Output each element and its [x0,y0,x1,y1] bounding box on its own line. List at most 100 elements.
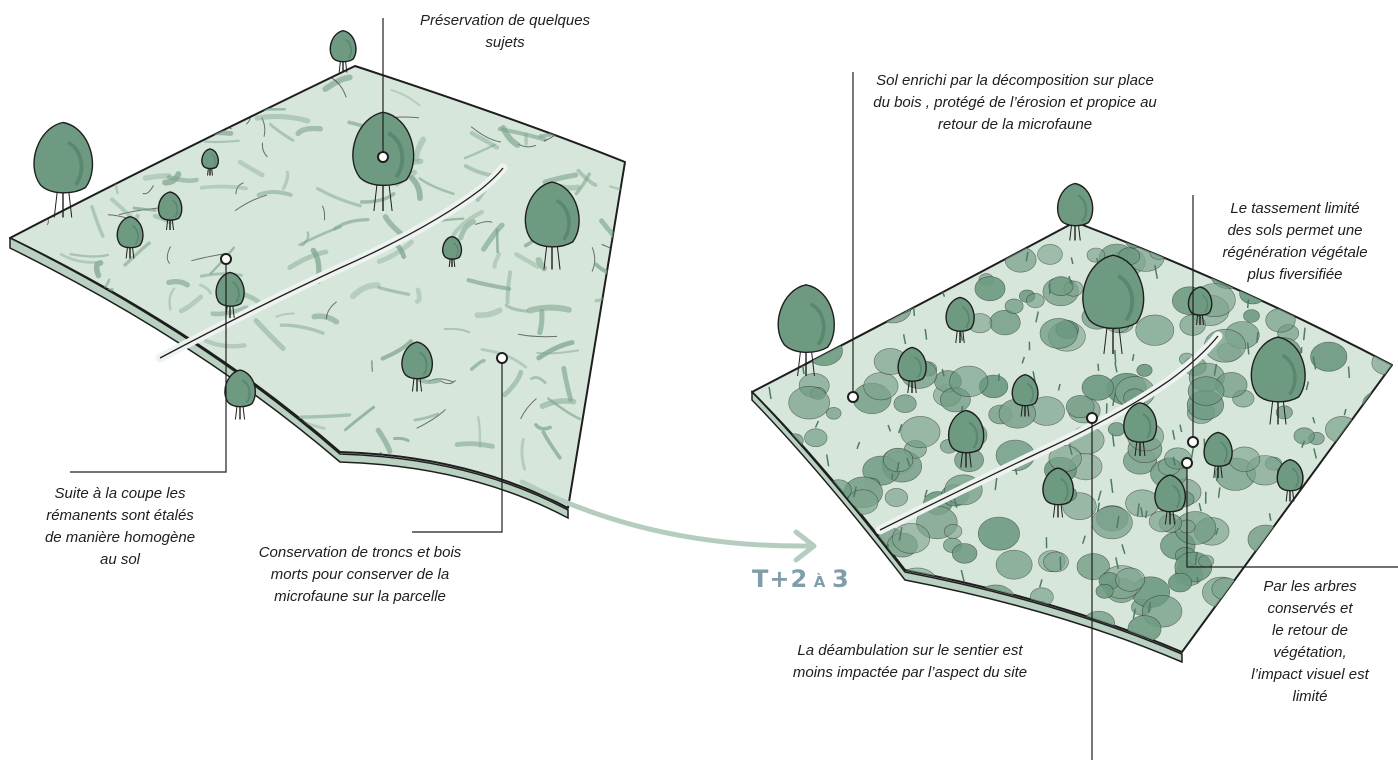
slash-stroke [298,225,342,247]
shrub [953,225,982,248]
slash-stroke [443,327,471,334]
slash-stroke [343,405,376,432]
tree [329,29,357,73]
slash-stroke [454,441,495,449]
tree [1042,467,1074,518]
slash-stroke [463,143,496,160]
shrub [1081,374,1114,401]
time-label-a: À [813,573,827,591]
grass-tuft [924,489,928,498]
tree [1250,336,1306,425]
shrub [808,623,830,641]
grass-tuft [769,227,774,242]
slash-stroke [377,286,411,296]
marker-troncs [496,352,508,364]
grass-tuft [817,255,821,267]
grass-tuft [1070,257,1074,265]
shrub [1301,541,1321,556]
grass-tuft [1097,490,1102,501]
grass-tuft [798,239,801,252]
slash-stroke [166,279,190,288]
slash-stroke [209,246,236,275]
slash-stroke [72,353,84,365]
grass-tuft [902,334,907,345]
slash-stroke [281,170,290,191]
slash-stroke [107,344,160,359]
marker-preservation [377,151,389,163]
shrub [995,549,1033,580]
plot-left-ground [9,65,626,509]
slash-stroke [95,149,110,158]
grass-tuft [1144,510,1148,519]
slash-stroke [413,136,427,163]
shrub [1065,395,1095,419]
grass-tuft [1313,448,1318,459]
leader-remanents [70,261,227,473]
slash-stroke [126,105,157,130]
grass-tuft [1215,527,1219,536]
slash-stroke [19,339,42,349]
slash-stroke [504,303,528,313]
slash-stroke [325,301,337,319]
slash-stroke [117,132,144,146]
tree [215,271,245,319]
shrub [1306,531,1333,553]
slash-stroke [120,127,148,148]
slash-stroke [97,157,112,181]
grass-tuft [1114,362,1118,373]
grass-tuft [1171,430,1176,440]
shrub [1076,553,1110,580]
time-label-3: 3 [831,565,850,593]
slash-stroke [542,172,579,185]
grass-tuft [1132,608,1137,619]
slash-stroke [518,333,558,338]
grass-tuft [896,461,900,473]
annotation-preservation: Préservation de quelques sujets [419,12,591,51]
shrub [1299,525,1316,539]
shrub [951,543,978,564]
grass-tuft [953,498,958,508]
annotation-remanents: Suite à la coupe les rémanents sont étal… [44,485,196,568]
slash-stroke [275,312,295,318]
slash-stroke [287,249,329,271]
slash-stroke [492,252,502,269]
time-arrow [519,479,817,563]
slash-stroke [248,432,271,452]
slash-stroke [110,363,129,385]
grass-tuft [944,222,949,231]
grass-tuft [1312,416,1316,424]
grass-tuft [1246,342,1250,355]
shrub [794,466,818,485]
shrub [933,246,966,273]
grass-tuft [1319,525,1324,537]
slash-stroke [413,412,440,422]
grass-tuft [1035,311,1040,323]
slash-stroke [521,80,541,105]
shrub [874,293,912,324]
shrub [1247,524,1284,555]
trees-right [777,182,1306,525]
slash-stroke [248,480,286,492]
shrub [1187,376,1225,406]
shrub [1239,282,1266,305]
slash-stroke [547,397,581,421]
shrub [1317,484,1360,520]
slash-stroke [469,130,500,150]
grass-tuft [1246,299,1250,309]
slash-stroke [123,241,151,267]
slash-stroke [269,122,295,142]
slash-stroke [459,497,498,508]
shrub [863,372,899,401]
slash-stroke [424,484,455,508]
grass-tuft [994,477,998,491]
slash-stroke [538,122,587,138]
slash-stroke [132,206,157,212]
slash-stroke [182,97,202,129]
shrub [1039,318,1078,349]
shrub [1004,298,1024,314]
slash-stroke [25,299,44,309]
slash-stroke [46,405,51,424]
annotation-leaders [70,18,1398,760]
slash-stroke [199,272,243,278]
annotation-sol: Sol enrichi par la décomposition sur pla… [873,72,1157,133]
